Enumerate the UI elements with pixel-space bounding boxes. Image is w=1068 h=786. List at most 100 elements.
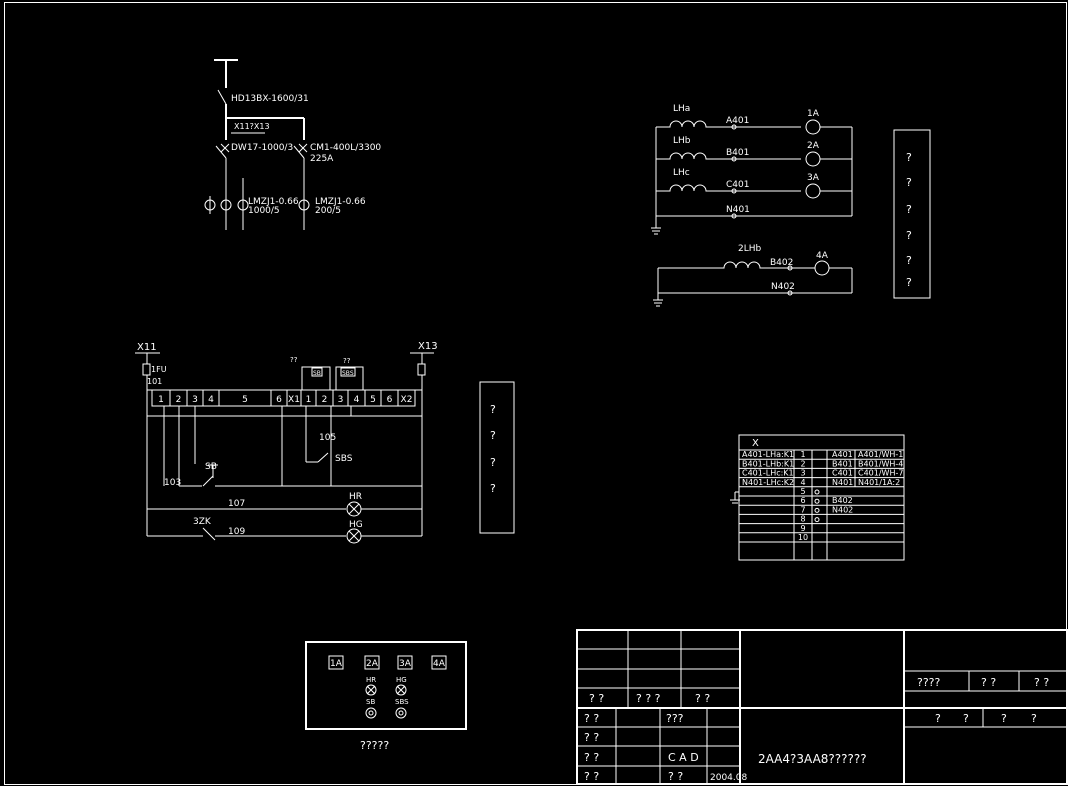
terminal-table-cell: A401-LHa:K1 (742, 450, 794, 459)
ammeter-circuit-diagram: LHa LHb LHc A401 B401 C401 N401 1A 2A 3A… (651, 104, 931, 307)
panel-hg-lamp (395, 684, 407, 696)
bus-label: X11?X13 (234, 122, 270, 131)
terminal-strip (151, 389, 416, 407)
terminal-strip-cell: 1 (158, 395, 164, 405)
sb-box-label: SB (313, 370, 321, 377)
terminal-table-cell: 7 (800, 505, 805, 514)
sbs-button-label: SBS (335, 454, 353, 464)
terminal-table-cell: B402 (832, 496, 853, 505)
panel-meter-1 (328, 655, 344, 670)
panel-meter-2 (364, 655, 380, 670)
sb-contact-box (301, 366, 331, 391)
ct-c-label: LHc (673, 168, 690, 178)
terminal-strip-cell: X2 (401, 395, 413, 405)
terminal-table-cell: 1 (800, 450, 805, 459)
branch-rating-label: 225A (310, 154, 334, 164)
title-left-label-4: ? ? (584, 770, 599, 783)
terminal-table-cell: 3 (800, 469, 805, 478)
terminal-table-cell: C401-LHc:K1 (742, 469, 794, 478)
ammeter-legend-2: ? (906, 176, 912, 189)
node-c-label: C401 (726, 180, 749, 190)
control-legend-1: ? (490, 403, 496, 416)
terminal-strip-cell: 2 (322, 395, 328, 405)
ammeter-1-symbol (805, 119, 821, 135)
ct-symbol (298, 199, 310, 211)
panel-sb-button (365, 707, 377, 719)
panel-meter-3-label: 3A (399, 659, 412, 669)
drawing-border (4, 2, 1067, 785)
title-right-r2-4: ? (1031, 712, 1037, 725)
node-n-label: N401 (726, 205, 750, 215)
drawing-title: 2AA4?3AA8?????? (758, 752, 867, 766)
title-block: ? ? ? ? ? ? ? ? ? ? ? ? ? ? ? ??? C A D … (576, 629, 1068, 785)
terminal-table-cell: B401-LHb:K1 (742, 459, 794, 468)
node-b-label: B401 (726, 148, 749, 158)
terminal-strip-cell: X1 (288, 395, 300, 405)
control-legend-box (479, 381, 515, 534)
wire-103-label: 103 (164, 478, 181, 488)
panel-sbs-label: SBS (395, 698, 409, 706)
terminal-table-cell: N401-LHc:K2 (742, 478, 794, 487)
terminal-table-cell: 6 (800, 496, 805, 505)
ammeter-legend-5: ? (906, 254, 912, 267)
title-right-cell-2: ? ? (981, 676, 996, 689)
ct-2-label: 2LHb (738, 244, 762, 254)
terminal-strip-cell: 4 (354, 395, 360, 405)
breaker-single-line-diagram: HD13BX-1600/31 X11?X13 DW17-1000/3 CM1-4… (204, 59, 381, 230)
main-breaker-label: DW17-1000/3 (231, 143, 293, 153)
ct-b-label: LHb (673, 136, 691, 146)
terminal-table-cell: 2 (800, 459, 805, 468)
panel-sb-label: SB (366, 698, 375, 706)
sb-button-label: SB (205, 462, 217, 472)
ammeter-legend-box (893, 129, 931, 299)
meter-1-label: 1A (807, 109, 820, 119)
ct2-ratio-label: 200/5 (315, 206, 341, 216)
terminal-strip-cell: 1 (306, 395, 312, 405)
terminal-table-header: X (752, 438, 759, 449)
terminal-table-cell: N401/1A:2 (858, 478, 900, 487)
title-left-label-2: ? ? (584, 731, 599, 744)
panel-meter-4 (431, 655, 447, 670)
title-date: 2004.08 (710, 773, 747, 783)
ammeter-legend-6: ? (906, 276, 912, 289)
terminal-strip-cell: 5 (242, 395, 248, 405)
terminal-strip-cell: 5 (370, 395, 376, 405)
title-qq-label: ? ? (668, 770, 683, 783)
terminal-table-cell: B401 (832, 459, 853, 468)
wire-109-label: 109 (228, 527, 245, 537)
panel-hr-label: HR (366, 676, 376, 684)
panel-hr-lamp (365, 684, 377, 696)
terminal-table-cell: 5 (800, 487, 805, 496)
terminal-table-cell: B401/WH-4 (858, 459, 903, 468)
terminal-strip-cell: 3 (192, 395, 198, 405)
sbs-contact-box (335, 366, 364, 391)
terminal-table-cell: C401 (832, 469, 853, 478)
terminal-table-cell: 4 (800, 478, 805, 487)
hr-lamp-label: HR (349, 492, 362, 502)
switch-3zk-label: 3ZK (193, 517, 212, 527)
ammeter-legend-1: ? (906, 151, 912, 164)
ammeter-4-symbol (814, 260, 830, 276)
title-left-label-3: ? ? (584, 751, 599, 764)
left-terminal-label: X11 (137, 342, 157, 353)
meter-4-label: 4A (816, 251, 829, 261)
aux-label-2: ?? (343, 357, 351, 365)
ct2-model-label: LMZJ1-0.66 (315, 197, 366, 207)
title-cell-r1-3: ? ? (695, 692, 710, 705)
ct-symbol (220, 199, 232, 211)
ct-a-label: LHa (673, 104, 690, 114)
ct1-model-label: LMZJ1-0.66 (248, 197, 299, 207)
sbs-box-label: SBS (342, 370, 354, 377)
title-left-label-1: ? ? (584, 712, 599, 725)
control-legend-2: ? (490, 429, 496, 442)
title-right-r2-2: ? (963, 712, 969, 725)
aux-label-1: ?? (290, 356, 298, 364)
terminal-table-cell: N401 (832, 478, 853, 487)
terminal-table-cell: C401/WH-7 (858, 469, 903, 478)
title-right-r2-1: ? (935, 712, 941, 725)
terminal-strip-cell: 6 (387, 395, 393, 405)
title-cell-r1-1: ? ? (589, 692, 604, 705)
terminal-strip-cell: 6 (276, 395, 282, 405)
